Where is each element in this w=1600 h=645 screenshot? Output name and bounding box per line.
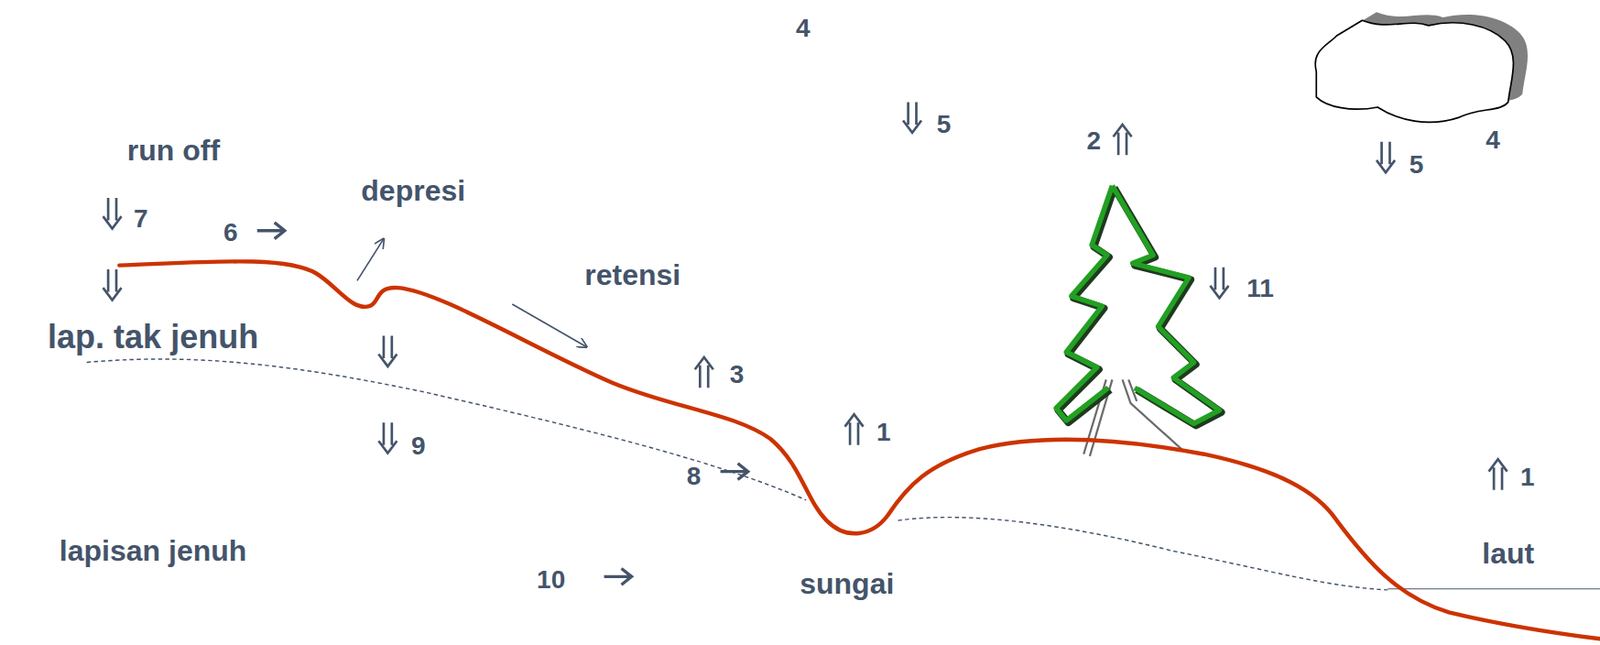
callout-number: 3	[727, 359, 748, 389]
process-label: retensi	[581, 259, 684, 292]
up-arrow	[695, 357, 714, 388]
down-arrow	[378, 422, 397, 453]
right-arrow	[604, 567, 632, 585]
callout-number: 5	[934, 109, 955, 139]
callout-number: 6	[220, 218, 241, 248]
tree-crown	[1055, 185, 1220, 425]
callout-number: 1	[873, 418, 894, 447]
down-arrow	[378, 335, 397, 366]
up-arrow	[1113, 124, 1132, 155]
callout-number: 1	[1517, 463, 1538, 492]
callout-number: 4	[793, 14, 814, 44]
right-arrow	[257, 222, 285, 240]
callout-number: 8	[684, 462, 705, 491]
down-arrow	[103, 197, 122, 229]
callout-number: 10	[533, 565, 568, 594]
down-arrow	[1209, 267, 1229, 298]
callout-number: 9	[408, 431, 429, 460]
callout-number: 7	[130, 205, 152, 234]
down-arrow	[1376, 141, 1395, 173]
callout-number: 2	[1084, 126, 1105, 155]
up-arrow	[1489, 458, 1508, 490]
callout-number: 11	[1243, 274, 1277, 304]
sea-surface	[1387, 587, 1600, 589]
down-arrow	[903, 101, 922, 132]
place-label: laut	[1479, 537, 1537, 570]
cloud	[1315, 20, 1513, 122]
process-label: run off	[124, 134, 223, 167]
up-arrow	[845, 413, 864, 445]
callout-number: 5	[1406, 151, 1427, 180]
right-arrow	[720, 463, 749, 480]
down-arrow	[103, 269, 122, 300]
zone-label: lap. tak jenuh	[44, 318, 262, 356]
zone-label: lapisan jenuh	[56, 534, 250, 567]
process-label: depresi	[358, 175, 469, 208]
place-label: sungai	[796, 568, 897, 601]
retention-arrow	[511, 304, 587, 348]
depression-arrow	[357, 239, 384, 282]
ground-surface	[119, 261, 1600, 639]
callout-number: 4	[1482, 125, 1503, 154]
